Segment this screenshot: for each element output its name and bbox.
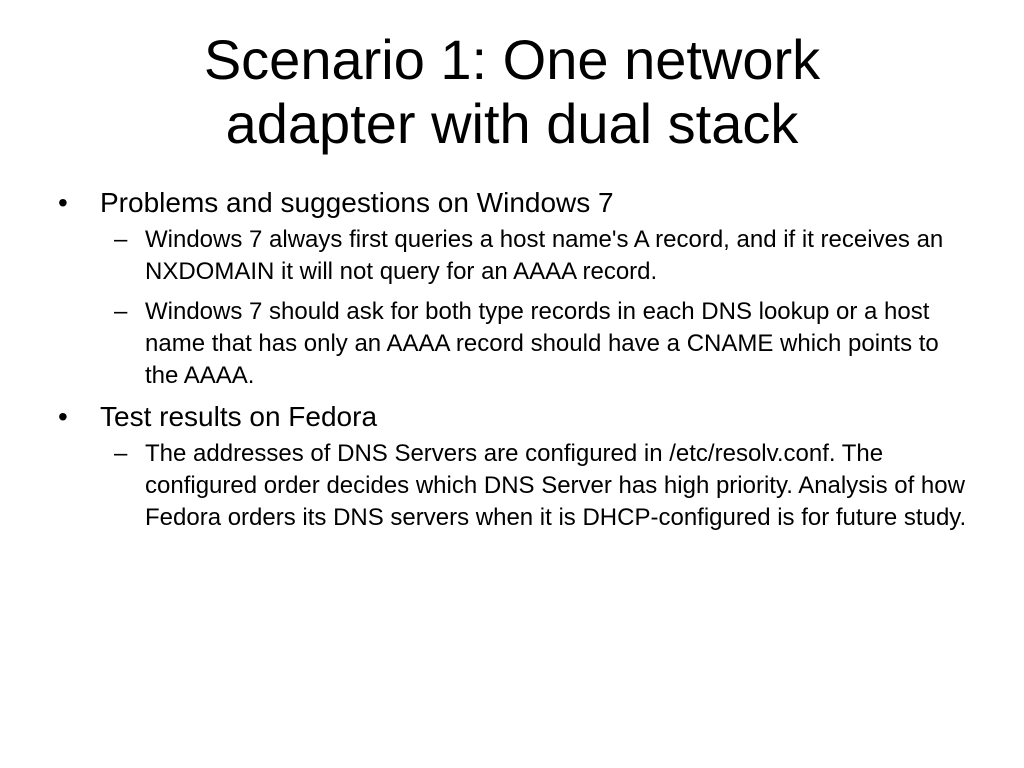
bullet-marker: • [58,401,68,432]
slide-title: Scenario 1: One network adapter with dua… [60,28,964,156]
title-line-1: Scenario 1: One network [203,28,821,91]
sub-bullet-both-records: – Windows 7 should ask for both type rec… [100,296,976,392]
sub-bullet-marker: – [114,298,128,325]
bullet-marker: • [58,187,68,218]
sub-bullet-a-record: – Windows 7 always first queries a host … [100,224,976,288]
sub-bullet-marker: – [114,440,128,467]
sub-bullet-text: The addresses of DNS Servers are configu… [145,440,967,531]
sub-bullet-resolv-conf: – The addresses of DNS Servers are confi… [100,438,976,534]
bullet-windows-7: • Problems and suggestions on Windows 7 … [56,186,976,392]
bullet-text: Problems and suggestions on Windows 7 [100,187,614,218]
sub-bullet-text: Windows 7 always first queries a host na… [145,226,944,285]
title-line-2: adapter with dual stack [225,92,799,155]
sub-bullet-marker: – [114,226,128,253]
bullet-fedora: • Test results on Fedora – The addresses… [56,400,976,534]
bullet-text: Test results on Fedora [100,401,378,432]
sub-bullet-text: Windows 7 should ask for both type recor… [145,298,939,389]
sub-list: – The addresses of DNS Servers are confi… [100,438,976,534]
slide-body: • Problems and suggestions on Windows 7 … [56,186,976,542]
sub-list: – Windows 7 always first queries a host … [100,224,976,392]
